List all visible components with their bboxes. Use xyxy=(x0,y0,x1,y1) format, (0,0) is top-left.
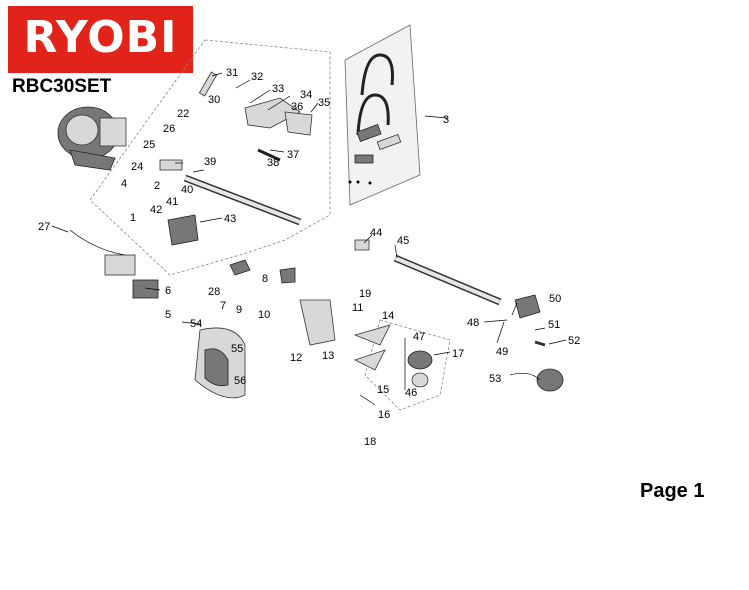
logo-text: RYOBI xyxy=(23,12,178,63)
lower-shaft xyxy=(354,239,502,306)
part-label: 38 xyxy=(267,157,279,169)
part-label: 45 xyxy=(397,235,409,247)
part-label: 46 xyxy=(405,387,417,399)
part-label: 49 xyxy=(496,346,508,358)
throttle-components xyxy=(198,71,313,162)
part-label: 15 xyxy=(377,384,389,396)
part-label: 24 xyxy=(131,161,143,173)
part-label: 54 xyxy=(190,318,202,330)
part-label: 56 xyxy=(234,375,246,387)
part-label: 33 xyxy=(272,83,284,95)
part-label: 44 xyxy=(370,227,382,239)
shield-and-blades xyxy=(194,299,433,399)
part-label: 52 xyxy=(568,335,580,347)
gearbox-and-trimmer-head xyxy=(509,294,564,392)
part-label: 1 xyxy=(130,212,136,224)
model-number: RBC30SET xyxy=(12,76,112,97)
part-label: 48 xyxy=(467,317,479,329)
part-label: 36 xyxy=(291,101,303,113)
part-label: 32 xyxy=(251,71,263,83)
part-label: 39 xyxy=(204,156,216,168)
part-label: 28 xyxy=(208,286,220,298)
leader-lines xyxy=(51,72,567,406)
fuel-tank-and-misc xyxy=(69,159,296,299)
part-label: 14 xyxy=(382,310,394,322)
part-label: 22 xyxy=(177,108,189,120)
part-label: 47 xyxy=(413,331,425,343)
part-label: 31 xyxy=(226,67,238,79)
part-label: 2 xyxy=(154,180,160,192)
part-label: 5 xyxy=(165,309,171,321)
upper-group-outline xyxy=(89,39,331,276)
part-label: 8 xyxy=(262,273,268,285)
part-label: 12 xyxy=(290,352,302,364)
part-labels: 31 32 30 33 34 35 36 22 26 25 37 38 24 3… xyxy=(38,67,580,448)
part-label: 41 xyxy=(166,196,178,208)
part-label: 9 xyxy=(236,304,242,316)
part-label: 25 xyxy=(143,139,155,151)
part-label: 43 xyxy=(224,213,236,225)
part-label: 50 xyxy=(549,293,561,305)
part-label: 35 xyxy=(318,97,330,109)
part-label: 4 xyxy=(121,178,127,190)
part-label: 13 xyxy=(322,350,334,362)
part-label: 7 xyxy=(220,300,226,312)
part-label: 27 xyxy=(38,221,50,233)
part-label: 6 xyxy=(165,285,171,297)
part-label: 3 xyxy=(443,114,449,126)
part-label: 26 xyxy=(163,123,175,135)
part-label: 53 xyxy=(489,373,501,385)
part-label: 30 xyxy=(208,94,220,106)
part-label: 42 xyxy=(150,204,162,216)
part-label: 16 xyxy=(378,409,390,421)
part-label: 18 xyxy=(364,436,376,448)
part-label: 55 xyxy=(231,343,243,355)
part-label: 19 xyxy=(359,288,371,300)
upper-shaft xyxy=(183,174,302,226)
page-number: Page 1 xyxy=(640,480,705,502)
part-label: 10 xyxy=(258,309,270,321)
handle-kit-card xyxy=(344,24,421,206)
part-label: 34 xyxy=(300,89,312,101)
part-label: 40 xyxy=(181,184,193,196)
ryobi-logo: RYOBI xyxy=(8,6,193,73)
part-label: 17 xyxy=(452,348,464,360)
engine-unit xyxy=(57,106,127,171)
part-label: 37 xyxy=(287,149,299,161)
part-label: 51 xyxy=(548,319,560,331)
part-label: 11 xyxy=(352,302,363,314)
